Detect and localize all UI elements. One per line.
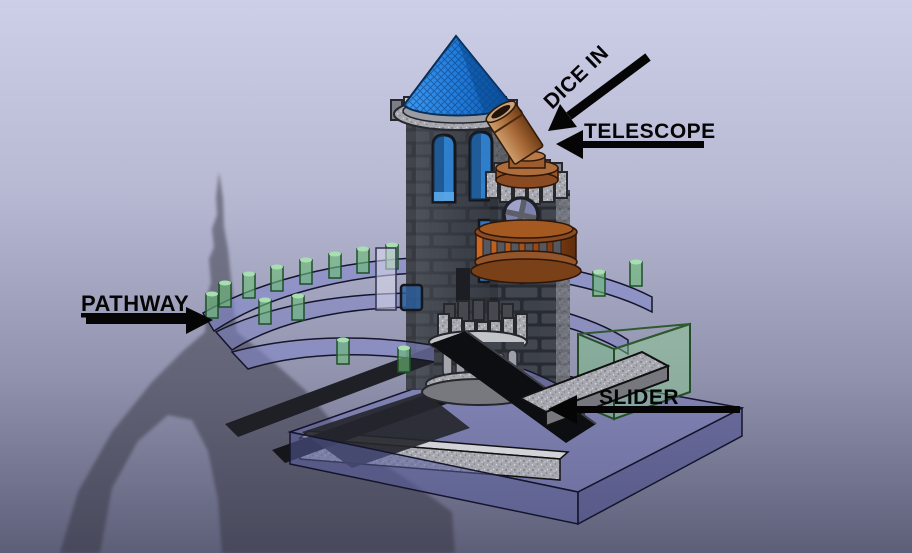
copper-balcony [470, 219, 582, 284]
telescope-arrow [556, 130, 704, 159]
tower-dark-slot [456, 268, 470, 302]
dice-funnel [485, 100, 544, 165]
base-platform-front [289, 406, 743, 526]
pathway-arrow [86, 307, 213, 334]
telescope-tower [470, 100, 582, 390]
slider-label: SLIDER [599, 386, 679, 409]
pathway-underline [81, 313, 193, 318]
pathway-label: PATHWAY [81, 291, 189, 316]
telescope-label: TELESCOPE [584, 120, 716, 143]
dice-in-arrow [548, 53, 651, 131]
tower-window-left [431, 133, 457, 204]
glass-panel [375, 247, 397, 311]
slider-arrow [548, 395, 740, 424]
tower-lower-opening [399, 283, 424, 312]
